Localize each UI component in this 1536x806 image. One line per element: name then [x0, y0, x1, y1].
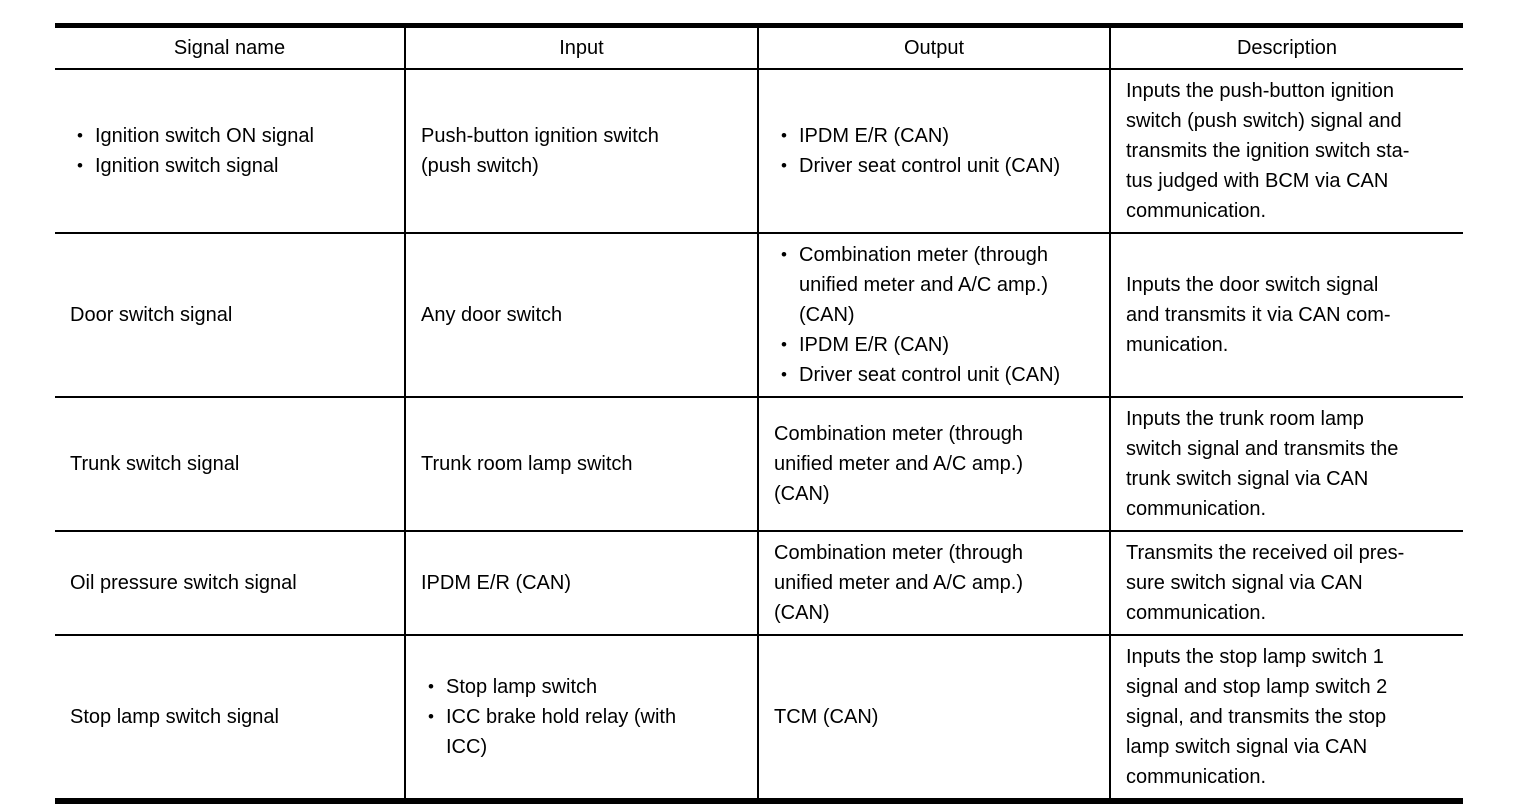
table-row: Stop lamp switch signal • Stop lamp swit…	[55, 634, 1463, 802]
table-row: Oil pressure switch signal IPDM E/R (CAN…	[55, 530, 1463, 636]
cell-text: Push-button ignition switch (push switch…	[421, 125, 659, 177]
table-header-row: Signal name Input Output Description	[55, 24, 1463, 70]
list-item-text: Driver seat control unit (CAN)	[799, 155, 1061, 177]
signal-table: Signal name Input Output Description • I…	[55, 23, 1463, 804]
cell-input: Any door switch	[404, 232, 759, 398]
bullet-icon: •	[781, 365, 787, 384]
cell-text: Transmits the received oil pres- sure sw…	[1126, 542, 1405, 624]
cell-text: Trunk room lamp switch	[421, 453, 633, 475]
col-header-output: Output	[757, 24, 1111, 70]
cell-text: Trunk switch signal	[70, 453, 240, 475]
cell-input: IPDM E/R (CAN)	[404, 530, 759, 636]
list-item-text: Driver seat control unit (CAN)	[799, 364, 1061, 386]
bullet-icon: •	[781, 335, 787, 354]
cell-signal-name: • Ignition switch ON signal • Ignition s…	[55, 68, 406, 234]
cell-signal-name: Trunk switch signal	[55, 396, 406, 532]
cell-output: • IPDM E/R (CAN) • Driver seat control u…	[757, 68, 1111, 234]
list-item-text: ICC brake hold relay (with ICC)	[446, 706, 677, 758]
cell-signal-name: Stop lamp switch signal	[55, 634, 406, 802]
cell-text: Combination meter (through unified meter…	[774, 423, 1024, 505]
list-item: • Ignition switch ON signal	[70, 121, 400, 151]
list-item-text: IPDM E/R (CAN)	[799, 125, 949, 147]
table-row: Trunk switch signal Trunk room lamp swit…	[55, 396, 1463, 532]
col-header-input: Input	[404, 24, 759, 70]
cell-text: Any door switch	[421, 304, 563, 326]
col-header-signal-name: Signal name	[55, 24, 406, 70]
list-item: • IPDM E/R (CAN)	[774, 330, 1105, 360]
cell-output: Combination meter (through unified meter…	[757, 530, 1111, 636]
cell-output: TCM (CAN)	[757, 634, 1111, 802]
cell-text: Stop lamp switch signal	[70, 706, 279, 728]
cell-description: Inputs the stop lamp switch 1 signal and…	[1109, 634, 1463, 802]
cell-text: IPDM E/R (CAN)	[421, 572, 571, 594]
list-item: • Driver seat control unit (CAN)	[774, 151, 1105, 181]
list-item: • IPDM E/R (CAN)	[774, 121, 1105, 151]
cell-signal-name: Door switch signal	[55, 232, 406, 398]
cell-text: Inputs the push-button ignition switch (…	[1126, 80, 1410, 222]
cell-input: • Stop lamp switch • ICC brake hold rela…	[404, 634, 759, 802]
list-item: • ICC brake hold relay (with ICC)	[421, 702, 753, 762]
bullet-list: • IPDM E/R (CAN) • Driver seat control u…	[774, 121, 1105, 181]
cell-input: Trunk room lamp switch	[404, 396, 759, 532]
cell-text: Inputs the trunk room lamp switch signal…	[1126, 408, 1399, 520]
table-row: • Ignition switch ON signal • Ignition s…	[55, 68, 1463, 234]
bullet-icon: •	[77, 126, 83, 145]
list-item: • Driver seat control unit (CAN)	[774, 360, 1105, 390]
bullet-list: • Combination meter (through unified met…	[774, 240, 1105, 390]
bullet-icon: •	[428, 677, 434, 696]
table-row: Door switch signal Any door switch • Com…	[55, 232, 1463, 398]
cell-description: Transmits the received oil pres- sure sw…	[1109, 530, 1463, 636]
cell-description: Inputs the door switch signal and transm…	[1109, 232, 1463, 398]
list-item-text: Stop lamp switch	[446, 676, 598, 698]
document-page: Signal name Input Output Description • I…	[55, 23, 1463, 804]
list-item-text: Ignition switch ON signal	[95, 125, 314, 147]
bullet-list: • Ignition switch ON signal • Ignition s…	[70, 121, 400, 181]
list-item-text: Combination meter (through unified meter…	[799, 244, 1049, 326]
cell-text: TCM (CAN)	[774, 706, 879, 728]
cell-input: Push-button ignition switch (push switch…	[404, 68, 759, 234]
list-item: • Combination meter (through unified met…	[774, 240, 1105, 330]
cell-text: Inputs the stop lamp switch 1 signal and…	[1126, 646, 1388, 788]
list-item: • Ignition switch signal	[70, 151, 400, 181]
cell-text: Oil pressure switch signal	[70, 572, 297, 594]
list-item-text: Ignition switch signal	[95, 155, 279, 177]
col-header-description: Description	[1109, 24, 1463, 70]
cell-description: Inputs the push-button ignition switch (…	[1109, 68, 1463, 234]
cell-output: • Combination meter (through unified met…	[757, 232, 1111, 398]
cell-description: Inputs the trunk room lamp switch signal…	[1109, 396, 1463, 532]
cell-text: Door switch signal	[70, 304, 233, 326]
cell-signal-name: Oil pressure switch signal	[55, 530, 406, 636]
list-item-text: IPDM E/R (CAN)	[799, 334, 949, 356]
bullet-icon: •	[781, 245, 787, 264]
cell-text: Inputs the door switch signal and transm…	[1126, 274, 1391, 356]
bullet-icon: •	[781, 126, 787, 145]
cell-text: Combination meter (through unified meter…	[774, 542, 1024, 624]
bullet-icon: •	[77, 156, 83, 175]
bullet-icon: •	[428, 707, 434, 726]
bullet-icon: •	[781, 156, 787, 175]
bullet-list: • Stop lamp switch • ICC brake hold rela…	[421, 672, 753, 762]
cell-output: Combination meter (through unified meter…	[757, 396, 1111, 532]
list-item: • Stop lamp switch	[421, 672, 753, 702]
